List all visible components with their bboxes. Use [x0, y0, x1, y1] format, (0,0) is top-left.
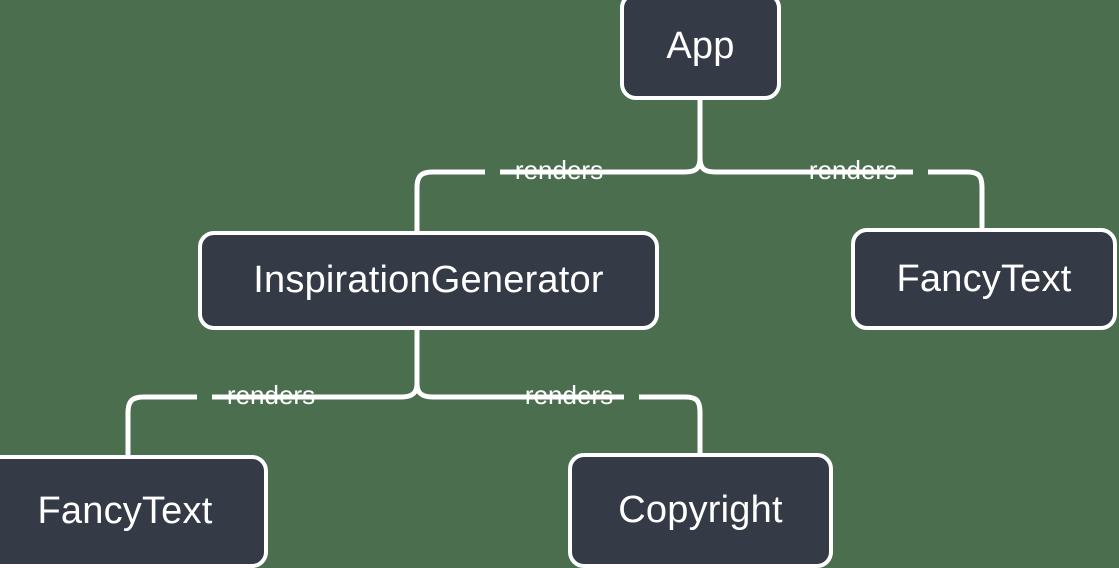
edge-app-junction-left: [617, 157, 703, 175]
node-fancytext-right-label: FancyText: [896, 257, 1072, 300]
edge-app-to-fancytext-right-run: [928, 169, 985, 228]
edge-label-inspiration-to-copyright: renders: [524, 380, 614, 410]
node-fancytext-left[interactable]: FancyText: [0, 455, 268, 568]
edge-label-app-to-fancytext-right: renders: [808, 155, 898, 185]
edge-app-to-inspiration-left-run: [414, 169, 485, 231]
node-fancytext-left-label: FancyText: [37, 490, 213, 532]
node-copyright[interactable]: Copyright: [568, 453, 833, 568]
node-inspiration-generator-label: InspirationGenerator: [253, 259, 604, 301]
edge-inspiration-to-fancytext-left-run: [125, 394, 197, 455]
node-copyright-label: Copyright: [618, 489, 783, 531]
node-inspiration-generator[interactable]: InspirationGenerator: [198, 231, 659, 330]
edge-inspiration-junction-right: [414, 383, 499, 400]
edge-label-inspiration-to-fancytext: renders: [226, 380, 316, 410]
node-fancytext-right[interactable]: FancyText: [851, 228, 1117, 330]
node-app[interactable]: App: [620, 0, 781, 100]
node-app-label: App: [666, 24, 735, 67]
edge-label-app-to-inspiration: renders: [514, 155, 604, 185]
edge-app-junction-right: [697, 157, 784, 175]
edge-inspiration-to-copyright-right-run: [639, 394, 703, 453]
edge-inspiration-junction-left: [338, 383, 420, 400]
